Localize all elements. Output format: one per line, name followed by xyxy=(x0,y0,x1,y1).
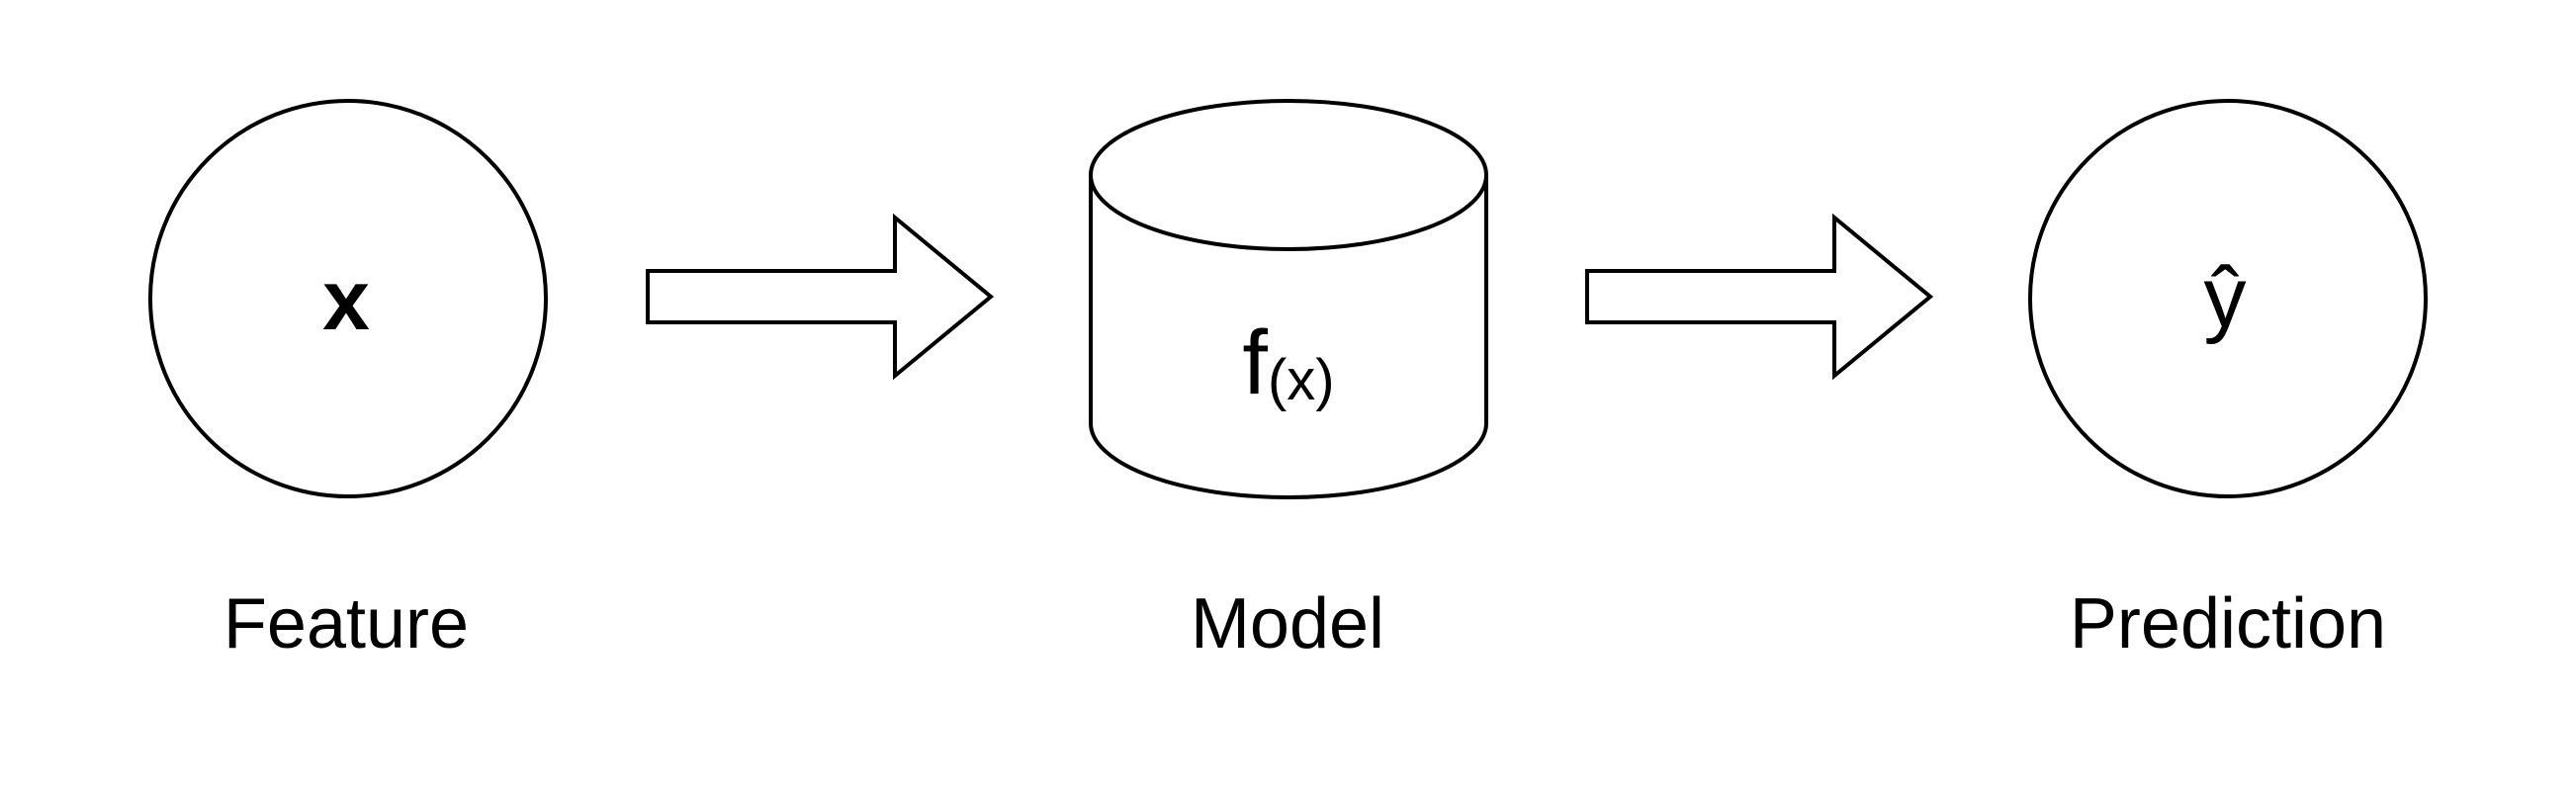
feature-symbol: x xyxy=(322,253,370,348)
arrow-model-to-prediction xyxy=(1585,213,1934,381)
feature-node: x xyxy=(148,99,548,498)
prediction-symbol: ŷ xyxy=(2204,250,2247,345)
feature-label: Feature xyxy=(223,584,469,663)
prediction-circle xyxy=(2028,99,2428,498)
prediction-node: ŷ xyxy=(2028,99,2428,498)
model-label: Model xyxy=(1191,584,1384,663)
arrow-feature-to-model xyxy=(646,213,995,381)
feature-circle xyxy=(148,99,548,498)
model-symbol-main: f xyxy=(1242,312,1268,413)
prediction-label: Prediction xyxy=(2070,584,2386,663)
model-symbol: f(x) xyxy=(1242,312,1334,413)
model-node: f(x) xyxy=(1089,99,1488,499)
model-cylinder-top xyxy=(1089,99,1488,251)
model-cylinder-body xyxy=(1089,175,1488,499)
model-symbol-arg: (x) xyxy=(1268,348,1335,412)
